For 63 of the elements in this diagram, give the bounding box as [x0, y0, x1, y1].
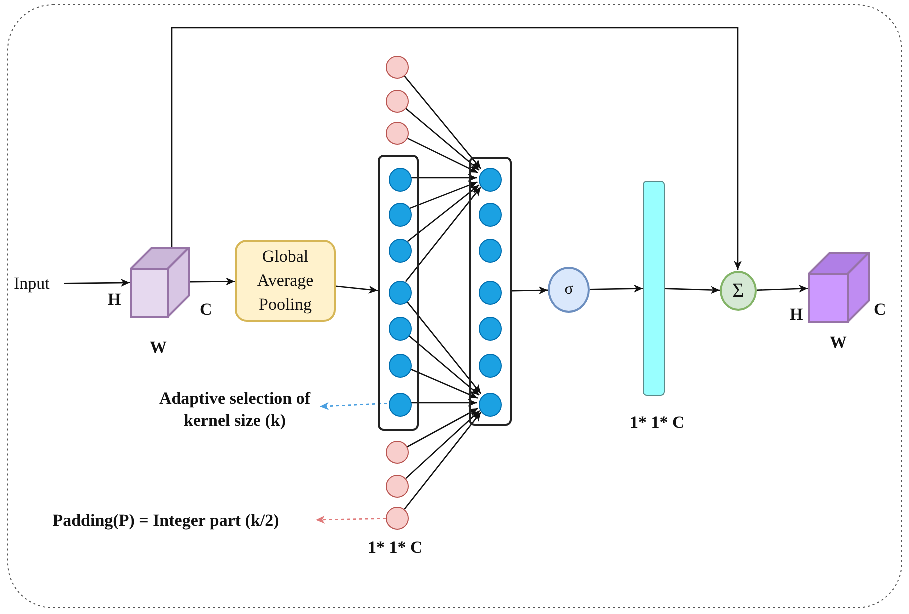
dimension-label: C	[874, 300, 886, 320]
padding-circle	[386, 56, 409, 79]
dotted-arrow	[320, 402, 388, 410]
arrow	[407, 184, 480, 242]
arrow	[410, 399, 477, 407]
arrow	[406, 108, 480, 171]
arrow	[590, 284, 644, 293]
arrow	[408, 368, 478, 399]
dimension-label: H	[108, 290, 122, 310]
dimension-label: 1* 1* C	[368, 538, 423, 558]
cube-drawing	[808, 252, 870, 323]
arrow	[64, 279, 130, 287]
neuron-circle	[479, 354, 502, 378]
arrow	[405, 300, 482, 394]
padding-circle	[386, 122, 409, 145]
cube-drawing	[130, 247, 190, 318]
padding-circle	[386, 90, 409, 113]
neuron-circle	[389, 393, 412, 417]
neuron-circle	[479, 281, 502, 305]
neuron-circle	[389, 168, 412, 192]
attention-bar	[643, 181, 665, 396]
arrow	[410, 174, 477, 182]
arrow	[409, 182, 478, 210]
dimension-label: W	[830, 333, 847, 353]
annotation-text: Adaptive selection of kernel size (k)	[150, 388, 320, 434]
sum-circle: Σ	[720, 271, 757, 311]
arrow	[404, 412, 482, 510]
arrow	[407, 408, 479, 448]
neuron-circle	[389, 203, 412, 227]
arrow	[405, 186, 482, 282]
padding-circle	[386, 507, 409, 530]
padding-circle	[386, 475, 409, 498]
dimension-label: W	[150, 338, 167, 358]
arrow	[404, 76, 482, 170]
arrow	[336, 286, 378, 294]
neuron-circle	[389, 354, 412, 378]
pooling-box: Global Average Pooling	[235, 240, 336, 322]
vector-column	[469, 157, 512, 426]
padding-circle	[386, 441, 409, 464]
sigmoid-circle: σ	[548, 267, 590, 313]
dotted-arrow	[316, 516, 386, 524]
arrow	[406, 334, 480, 396]
dimension-label: H	[790, 305, 804, 325]
neuron-circle	[479, 203, 502, 227]
annotation-text: Padding(P) = Integer part (k/2)	[16, 510, 316, 536]
arrow	[664, 286, 720, 294]
arrow	[756, 284, 808, 293]
arrow	[171, 27, 742, 270]
neuron-circle	[389, 281, 412, 305]
dimension-label: C	[200, 300, 212, 320]
arrow	[512, 286, 548, 295]
neuron-circle	[479, 393, 502, 417]
neuron-circle	[479, 317, 502, 341]
neuron-circle	[479, 168, 502, 192]
neuron-circle	[389, 317, 412, 341]
dimension-label: 1* 1* C	[630, 413, 685, 433]
vector-column	[378, 155, 419, 431]
arrow	[190, 278, 235, 286]
neuron-circle	[479, 239, 502, 263]
neuron-circle	[389, 239, 412, 263]
arrow	[408, 138, 478, 174]
input-label: Input	[14, 272, 64, 296]
arrow	[406, 410, 480, 480]
